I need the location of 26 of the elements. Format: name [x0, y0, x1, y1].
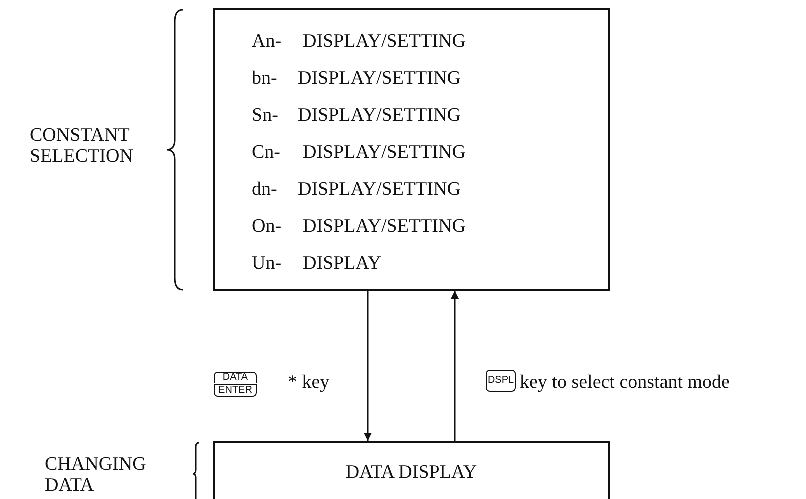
display-box: [213, 441, 610, 499]
mode-text: DISPLAY/SETTING: [303, 143, 466, 162]
key-label: DSPL: [486, 370, 516, 392]
constant-list-box: [213, 8, 610, 291]
constant-code: Sn-: [252, 106, 278, 125]
edge-label: * key: [288, 373, 330, 392]
constant-code: On-: [252, 217, 282, 236]
mode-text: DISPLAY/SETTING: [303, 32, 466, 51]
constant-code: bn-: [252, 69, 278, 88]
box-title: DATA DISPLAY: [344, 463, 478, 482]
mode-text: DISPLAY/SETTING: [298, 180, 461, 199]
edge-label: key to select constant mode: [520, 373, 730, 392]
mode-text: DISPLAY/SETTING: [298, 106, 461, 125]
arrow: [364, 291, 372, 441]
mode-text: DISPLAY/SETTING: [303, 217, 466, 236]
constant-code: Cn-: [252, 143, 280, 162]
key-label: ENTER: [214, 384, 257, 397]
constant-code: Un-: [252, 254, 282, 273]
mode-text: DISPLAY/SETTING: [298, 69, 461, 88]
constant-code: An-: [252, 32, 282, 51]
mode-text: DISPLAY: [303, 254, 382, 273]
group-label: CONSTANT SELECTION: [30, 126, 134, 168]
group-label: CHANGING DATA: [45, 455, 148, 497]
arrow: [451, 291, 459, 441]
key-label: DATA: [214, 372, 257, 383]
constant-code: dn-: [252, 180, 278, 199]
